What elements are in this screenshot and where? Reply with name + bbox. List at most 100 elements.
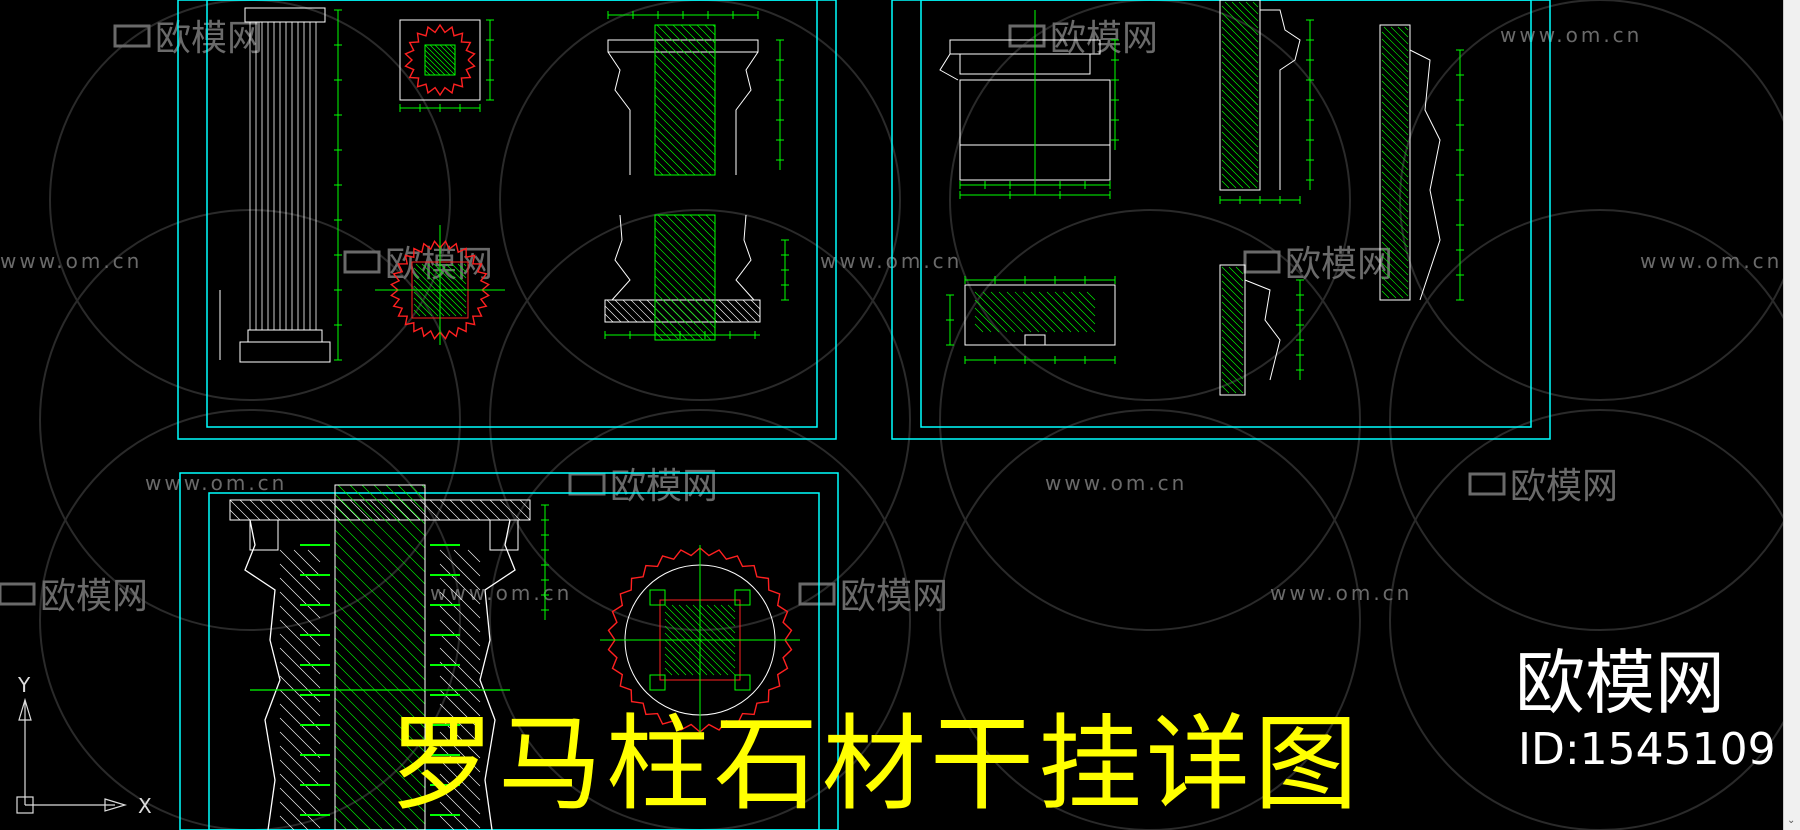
hatch-line [1221,287,1244,310]
hatch-line [424,64,436,76]
hatch-line [1381,143,1409,171]
sheet-bottom [179,472,839,830]
tall-profile [1409,49,1441,301]
hatch-line [654,94,716,156]
watermark-brand-text: 欧模网 [1050,18,1158,59]
hatch-line [1070,291,1096,317]
hatch-line [334,577,426,669]
hatch-line [654,283,712,341]
hatch-line [334,697,426,789]
hatch-line [424,44,456,76]
hatch-line [433,263,467,297]
hatch-line [1228,266,1244,282]
hatch-line [1381,178,1409,206]
hatch-line [424,69,431,76]
hatch-line [1221,173,1237,189]
hatch-line [1381,192,1409,220]
hatch-line [413,279,451,317]
hatch-line [1381,66,1409,94]
hatch-line [467,549,481,563]
hatch-line [1221,96,1259,134]
hatch-line [718,299,742,323]
hatch-line [685,604,736,655]
hatch-line [1221,357,1244,380]
hatch-line [1381,164,1409,192]
hatch-line [1231,1,1259,29]
hatch-line [439,577,481,619]
watermark-url: www.om.cn [1640,249,1782,273]
hatch-line [654,331,664,341]
hatch-line [413,267,463,317]
hatch-line [439,773,481,815]
column-profile-right [479,519,516,830]
hatch-line [1006,291,1048,333]
hatch-line [692,604,736,648]
watermark-id: ID:1545109 [1518,724,1776,775]
hatch-line [389,499,411,521]
hatch-line [334,553,426,645]
hatch-line [1221,378,1237,394]
hatch-line [1221,152,1258,189]
hatch-line [239,499,261,521]
hatch-line [664,625,715,676]
hatch-line [334,661,426,753]
hatch-line [439,787,481,829]
hatch-line [706,604,736,634]
hatch-line [664,646,694,676]
hatch-line [664,618,722,676]
hatch-line [439,815,455,830]
hatch-line [379,499,401,521]
hatch-line [1245,1,1259,15]
hatch-line [439,633,481,675]
hatch-line [409,499,431,521]
hatch-line [1381,290,1390,299]
fluted-section [404,23,476,97]
vertical-scrollbar[interactable]: ⌄ [1783,0,1800,830]
hatch-line [1381,283,1397,299]
hatch-line [1221,131,1259,169]
hatch-line [1381,73,1409,101]
watermark-brand-text: 欧模网 [1285,244,1393,285]
hatch-line [1235,266,1244,275]
hatch-line [1221,75,1259,113]
hatch-line [334,649,426,741]
hatch-line [654,134,696,176]
hatch-line [439,605,481,647]
hatch-line [337,484,426,573]
hatch-line [429,499,451,521]
hatch-line [329,499,351,521]
hatch-line [424,54,446,76]
hatch-line [259,499,281,521]
watermark-circle [939,409,1361,830]
hatch-line [665,214,716,265]
hatch-line [307,549,321,563]
hatch-line [654,142,688,176]
capital-profile [607,51,759,175]
hatch-line [1046,291,1088,333]
hatch-line [334,589,426,681]
hatch-line [279,499,301,521]
column-base [247,329,323,343]
hatch-line [1221,54,1259,92]
hatch-line [1381,122,1409,150]
hatch-line [1381,80,1409,108]
hatch-line [654,62,716,124]
hatch-line [413,303,427,317]
hatch-line [654,38,716,100]
scroll-down-arrow-icon[interactable]: ⌄ [1787,815,1796,826]
hatch-line [998,291,1040,333]
drawing-title: 罗马柱石材干挂详图 [390,703,1363,825]
hatch-line [1381,241,1409,269]
hatch-line [1221,180,1230,189]
hatch-line [453,549,481,577]
watermark-sofa-icon [568,472,606,496]
hatch-line [622,299,646,323]
hatch-line [654,54,716,116]
watermark-circle [949,0,1351,401]
hatch-line [1381,185,1409,213]
hatch-line [289,499,311,521]
hatch-line [334,529,426,621]
hatch-line [664,667,673,676]
watermark-sofa-icon [1008,24,1046,48]
